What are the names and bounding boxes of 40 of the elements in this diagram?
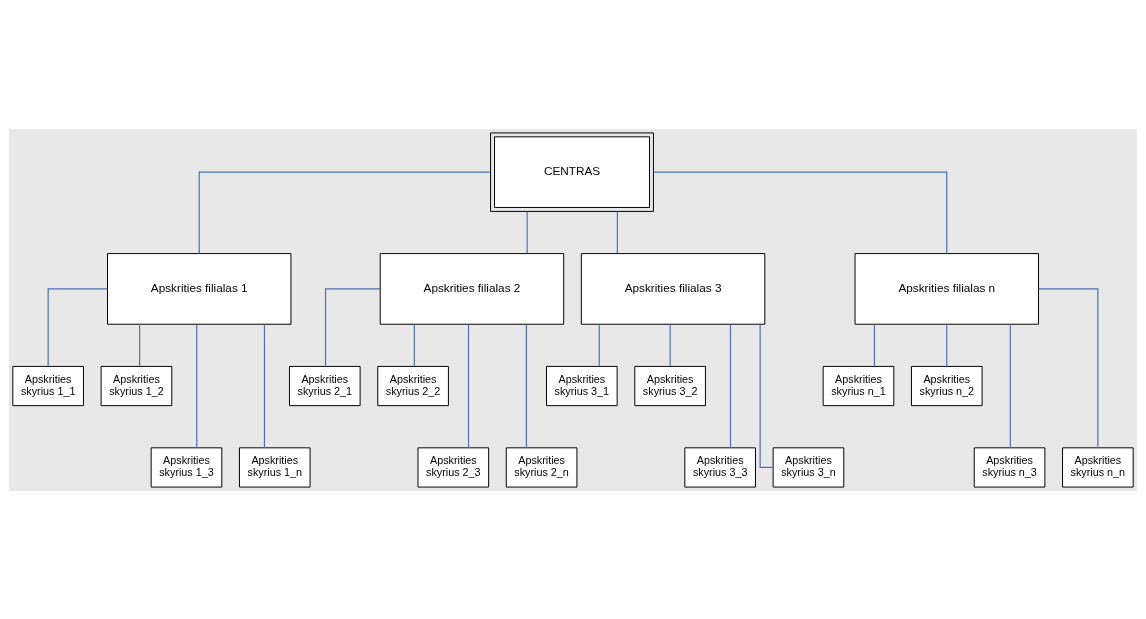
connector xyxy=(873,323,875,367)
node-box: Apskrities skyrius 1_1 xyxy=(12,365,84,406)
connector xyxy=(729,323,732,448)
connector xyxy=(324,287,381,367)
node-box: Apskrities skyrius 1_n xyxy=(238,446,311,488)
connector xyxy=(653,171,948,254)
node-box: Apskrities skyrius n_1 xyxy=(822,365,895,406)
node-box: Apskrities skyrius 1_2 xyxy=(100,365,173,406)
connector xyxy=(525,323,527,448)
connector xyxy=(198,171,491,254)
connector xyxy=(1009,323,1011,448)
node-box: Apskrities skyrius 3_n xyxy=(772,446,845,488)
node-box: Apskrities skyrius n_2 xyxy=(910,365,983,406)
connector xyxy=(47,287,108,367)
connector xyxy=(526,210,528,254)
connector xyxy=(263,323,266,448)
node-box: Apskrities filialas n xyxy=(854,252,1039,325)
node-box: CENTRAS xyxy=(490,131,654,212)
connector xyxy=(196,323,198,448)
node-box: Apskrities skyrius 2_n xyxy=(505,446,578,488)
connector xyxy=(616,210,618,254)
node-box: Apskrities skyrius 3_2 xyxy=(634,365,706,406)
connector xyxy=(669,323,671,367)
connector xyxy=(467,323,470,448)
node-box: Apskrities filialas 2 xyxy=(379,252,565,325)
node-box: Apskrities skyrius 3_1 xyxy=(546,365,618,406)
connector xyxy=(598,323,600,367)
connector xyxy=(139,323,141,367)
node-box: Apskrities skyrius n_n xyxy=(1062,446,1134,488)
connector xyxy=(946,323,948,367)
node-box: Apskrities skyrius 2_3 xyxy=(417,446,490,488)
node-box: Apskrities filialas 1 xyxy=(107,252,292,325)
connector xyxy=(413,323,415,367)
node-box: Apskrities skyrius 3_3 xyxy=(684,446,756,488)
node-box: Apskrities skyrius 2_1 xyxy=(289,365,361,406)
node-box: Apskrities skyrius n_3 xyxy=(973,446,1046,488)
node-box: Apskrities skyrius 1_3 xyxy=(150,446,223,488)
node-box: Apskrities skyrius 2_2 xyxy=(377,365,449,406)
connector xyxy=(1038,287,1099,448)
node-box: Apskrities filialas 3 xyxy=(580,252,766,325)
